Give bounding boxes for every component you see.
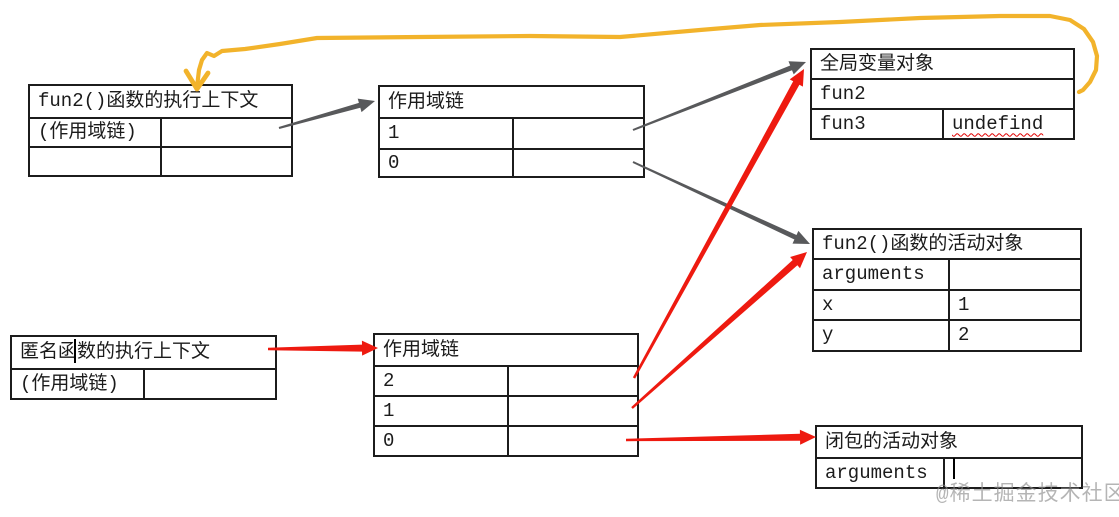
scope-chain-2-cell-3-0[interactable]: 0 [373, 425, 509, 457]
global-variable-object-row-1: fun2 [810, 78, 1075, 110]
fun2-activation-object-cell-3-0[interactable]: y [812, 319, 950, 352]
global-variable-object-cell-2-0[interactable]: fun3 [810, 108, 944, 140]
arrow-scopechain1-1-to-globalvars [632, 61, 806, 131]
scope-chain-1-cell-0-0[interactable]: 作用域链 [378, 85, 645, 119]
fun2-activation-object-row-1: arguments [812, 258, 1082, 291]
arrow-scopechain2-0-to-closureao [626, 429, 816, 445]
closure-activation-object-row-1: arguments [815, 457, 1083, 489]
global-variable-object-cell-0-0[interactable]: 全局变量对象 [810, 48, 1075, 80]
misspelled-word: undefind [952, 112, 1044, 135]
scope-chain-2-cell-2-1[interactable] [507, 395, 639, 427]
fun2-execution-context-row-2 [28, 146, 293, 177]
fun2-activation-object-row-0: fun2()函数的活动对象 [812, 228, 1082, 260]
scope-chain-1-cell-1-1[interactable] [512, 117, 645, 150]
fun2-execution-context-cell-1-0[interactable]: (作用域链) [28, 117, 162, 148]
fun2-execution-context-cell-1-1[interactable] [160, 117, 293, 148]
global-variable-object-row-0: 全局变量对象 [810, 48, 1075, 80]
fun2-execution-context-row-1: (作用域链) [28, 117, 293, 148]
arrow-anonctx-to-scopechain2 [268, 340, 378, 356]
scope-chain-1-cell-2-1[interactable] [512, 148, 645, 178]
fun2-execution-context-row-0: fun2()函数的执行上下文 [28, 84, 293, 119]
fun2-execution-context-cell-2-0[interactable] [28, 146, 162, 177]
anonymous-execution-context-row-0: 匿名函数的执行上下文 [10, 335, 277, 370]
scope-chain-2-cell-2-0[interactable]: 1 [373, 395, 509, 427]
closure-activation-object-cell-1-1[interactable] [943, 457, 1083, 489]
arrow-fun2ctx-to-scopechain1 [278, 98, 375, 129]
closure-activation-object-cell-0-0[interactable]: 闭包的活动对象 [815, 425, 1083, 459]
scope-chain-1-cell-2-0[interactable]: 0 [378, 148, 514, 178]
scope-chain-2-row-1: 2 [373, 365, 639, 397]
fun2-execution-context-table: fun2()函数的执行上下文(作用域链) [28, 84, 293, 177]
fun2-activation-object-cell-3-1[interactable]: 2 [948, 319, 1082, 352]
text-cursor-closure-cell [953, 458, 955, 479]
arrow-scopechain2-2-to-globalvars [632, 69, 804, 379]
scope-chain-1-cell-1-0[interactable]: 1 [378, 117, 514, 150]
scope-chain-1-row-0: 作用域链 [378, 85, 645, 119]
fun2-execution-context-cell-2-1[interactable] [160, 146, 293, 177]
global-variable-object-cell-2-1[interactable]: undefind [942, 108, 1075, 140]
anonymous-execution-context-cell-1-1[interactable] [143, 368, 277, 400]
anonymous-execution-context-cell-1-0[interactable]: (作用域链) [10, 368, 145, 400]
anonymous-execution-context-cell-0-0[interactable]: 匿名函数的执行上下文 [10, 335, 277, 370]
scope-chain-1-row-2: 0 [378, 148, 645, 178]
fun2-activation-object-cell-2-0[interactable]: x [812, 289, 950, 321]
text-cursor-anonymous-header [74, 339, 76, 363]
scope-chain-2-cell-1-1[interactable] [507, 365, 639, 397]
arrow-scopechain1-0-to-fun2ao [632, 161, 810, 244]
global-variable-object-cell-1-0[interactable]: fun2 [810, 78, 1075, 110]
fun2-activation-object-cell-1-0[interactable]: arguments [812, 258, 950, 291]
global-variable-object-row-2: fun3 undefind [810, 108, 1075, 140]
arrow-scopechain2-1-to-fun2ao [631, 252, 807, 409]
scope-chain-2-cell-3-1[interactable] [507, 425, 639, 457]
fun2-activation-object-cell-1-1[interactable] [948, 258, 1082, 291]
scope-chain-2-cell-0-0[interactable]: 作用域链 [373, 333, 639, 367]
anonymous-execution-context-table: 匿名函数的执行上下文(作用域链) [10, 335, 277, 400]
watermark: @稀土掘金技术社区 [936, 484, 1119, 507]
fun2-execution-context-cell-0-0[interactable]: fun2()函数的执行上下文 [28, 84, 293, 119]
closure-activation-object-row-0: 闭包的活动对象 [815, 425, 1083, 459]
scope-chain-2-row-3: 0 [373, 425, 639, 457]
scope-chain-2-row-2: 1 [373, 395, 639, 427]
scope-chain-1-row-1: 1 [378, 117, 645, 150]
fun2-activation-object-cell-0-0[interactable]: fun2()函数的活动对象 [812, 228, 1082, 260]
scope-chain-2-row-0: 作用域链 [373, 333, 639, 367]
anonymous-execution-context-row-1: (作用域链) [10, 368, 277, 400]
closure-activation-object-cell-1-0[interactable]: arguments [815, 457, 945, 489]
scope-chain-2-cell-1-0[interactable]: 2 [373, 365, 509, 397]
fun2-activation-object-cell-2-1[interactable]: 1 [948, 289, 1082, 321]
